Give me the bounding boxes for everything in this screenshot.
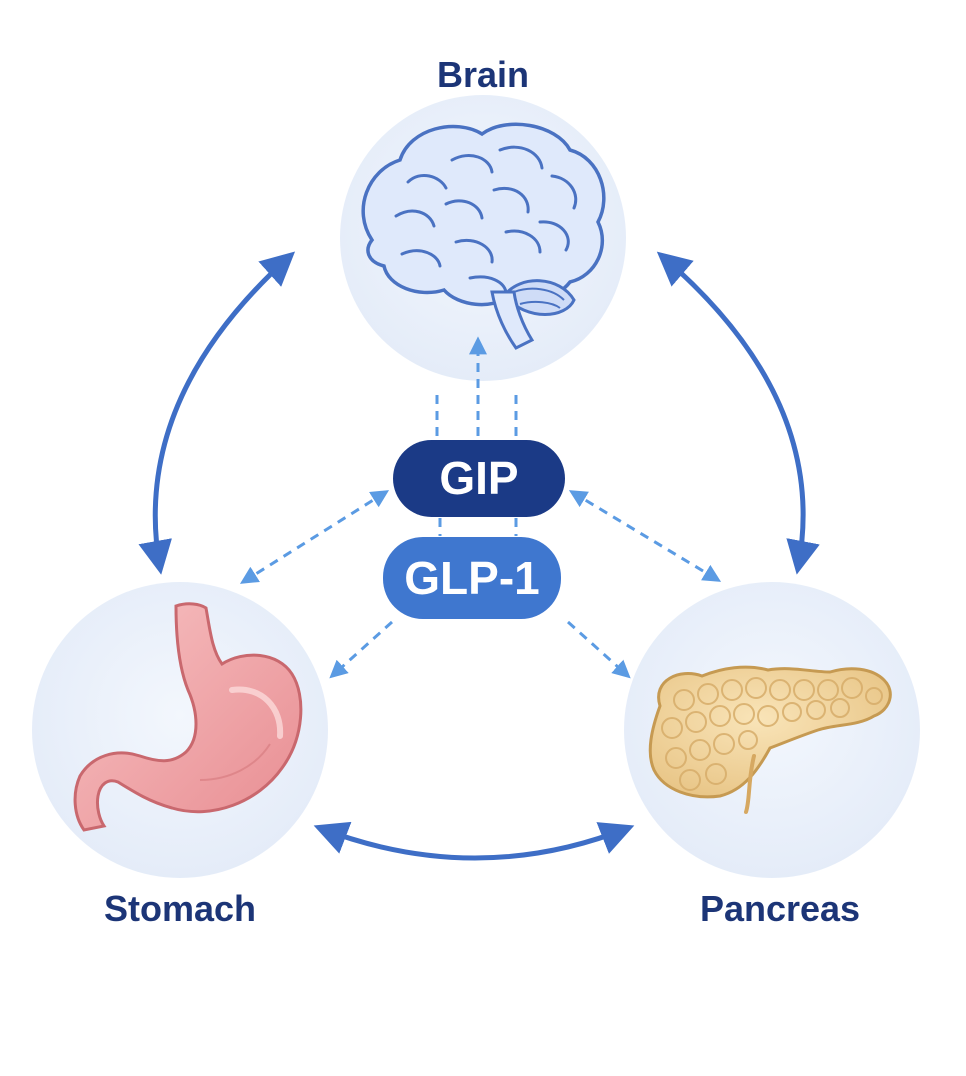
arrow-stomach-pancreas <box>313 821 635 861</box>
glp1-hormone-pill: GLP-1 <box>383 537 561 619</box>
stomach-label: Stomach <box>103 888 257 929</box>
pancreas-label: Pancreas <box>699 888 861 929</box>
gip-hormone-pill: GIP <box>393 440 565 517</box>
dashed-gip-stomach <box>239 490 390 584</box>
pancreas-icon <box>648 665 892 814</box>
brain-label: Brain <box>436 54 530 95</box>
dashed-gip-pancreas <box>568 490 722 582</box>
dashed-connectors <box>239 336 722 679</box>
stomach-icon <box>73 602 303 832</box>
dashed-glp1-stomach <box>329 620 394 679</box>
dashed-glp1-pancreas <box>566 620 631 679</box>
arrow-brain-stomach <box>138 251 296 575</box>
brain-icon <box>361 122 606 350</box>
arrow-brain-pancreas <box>656 251 820 575</box>
